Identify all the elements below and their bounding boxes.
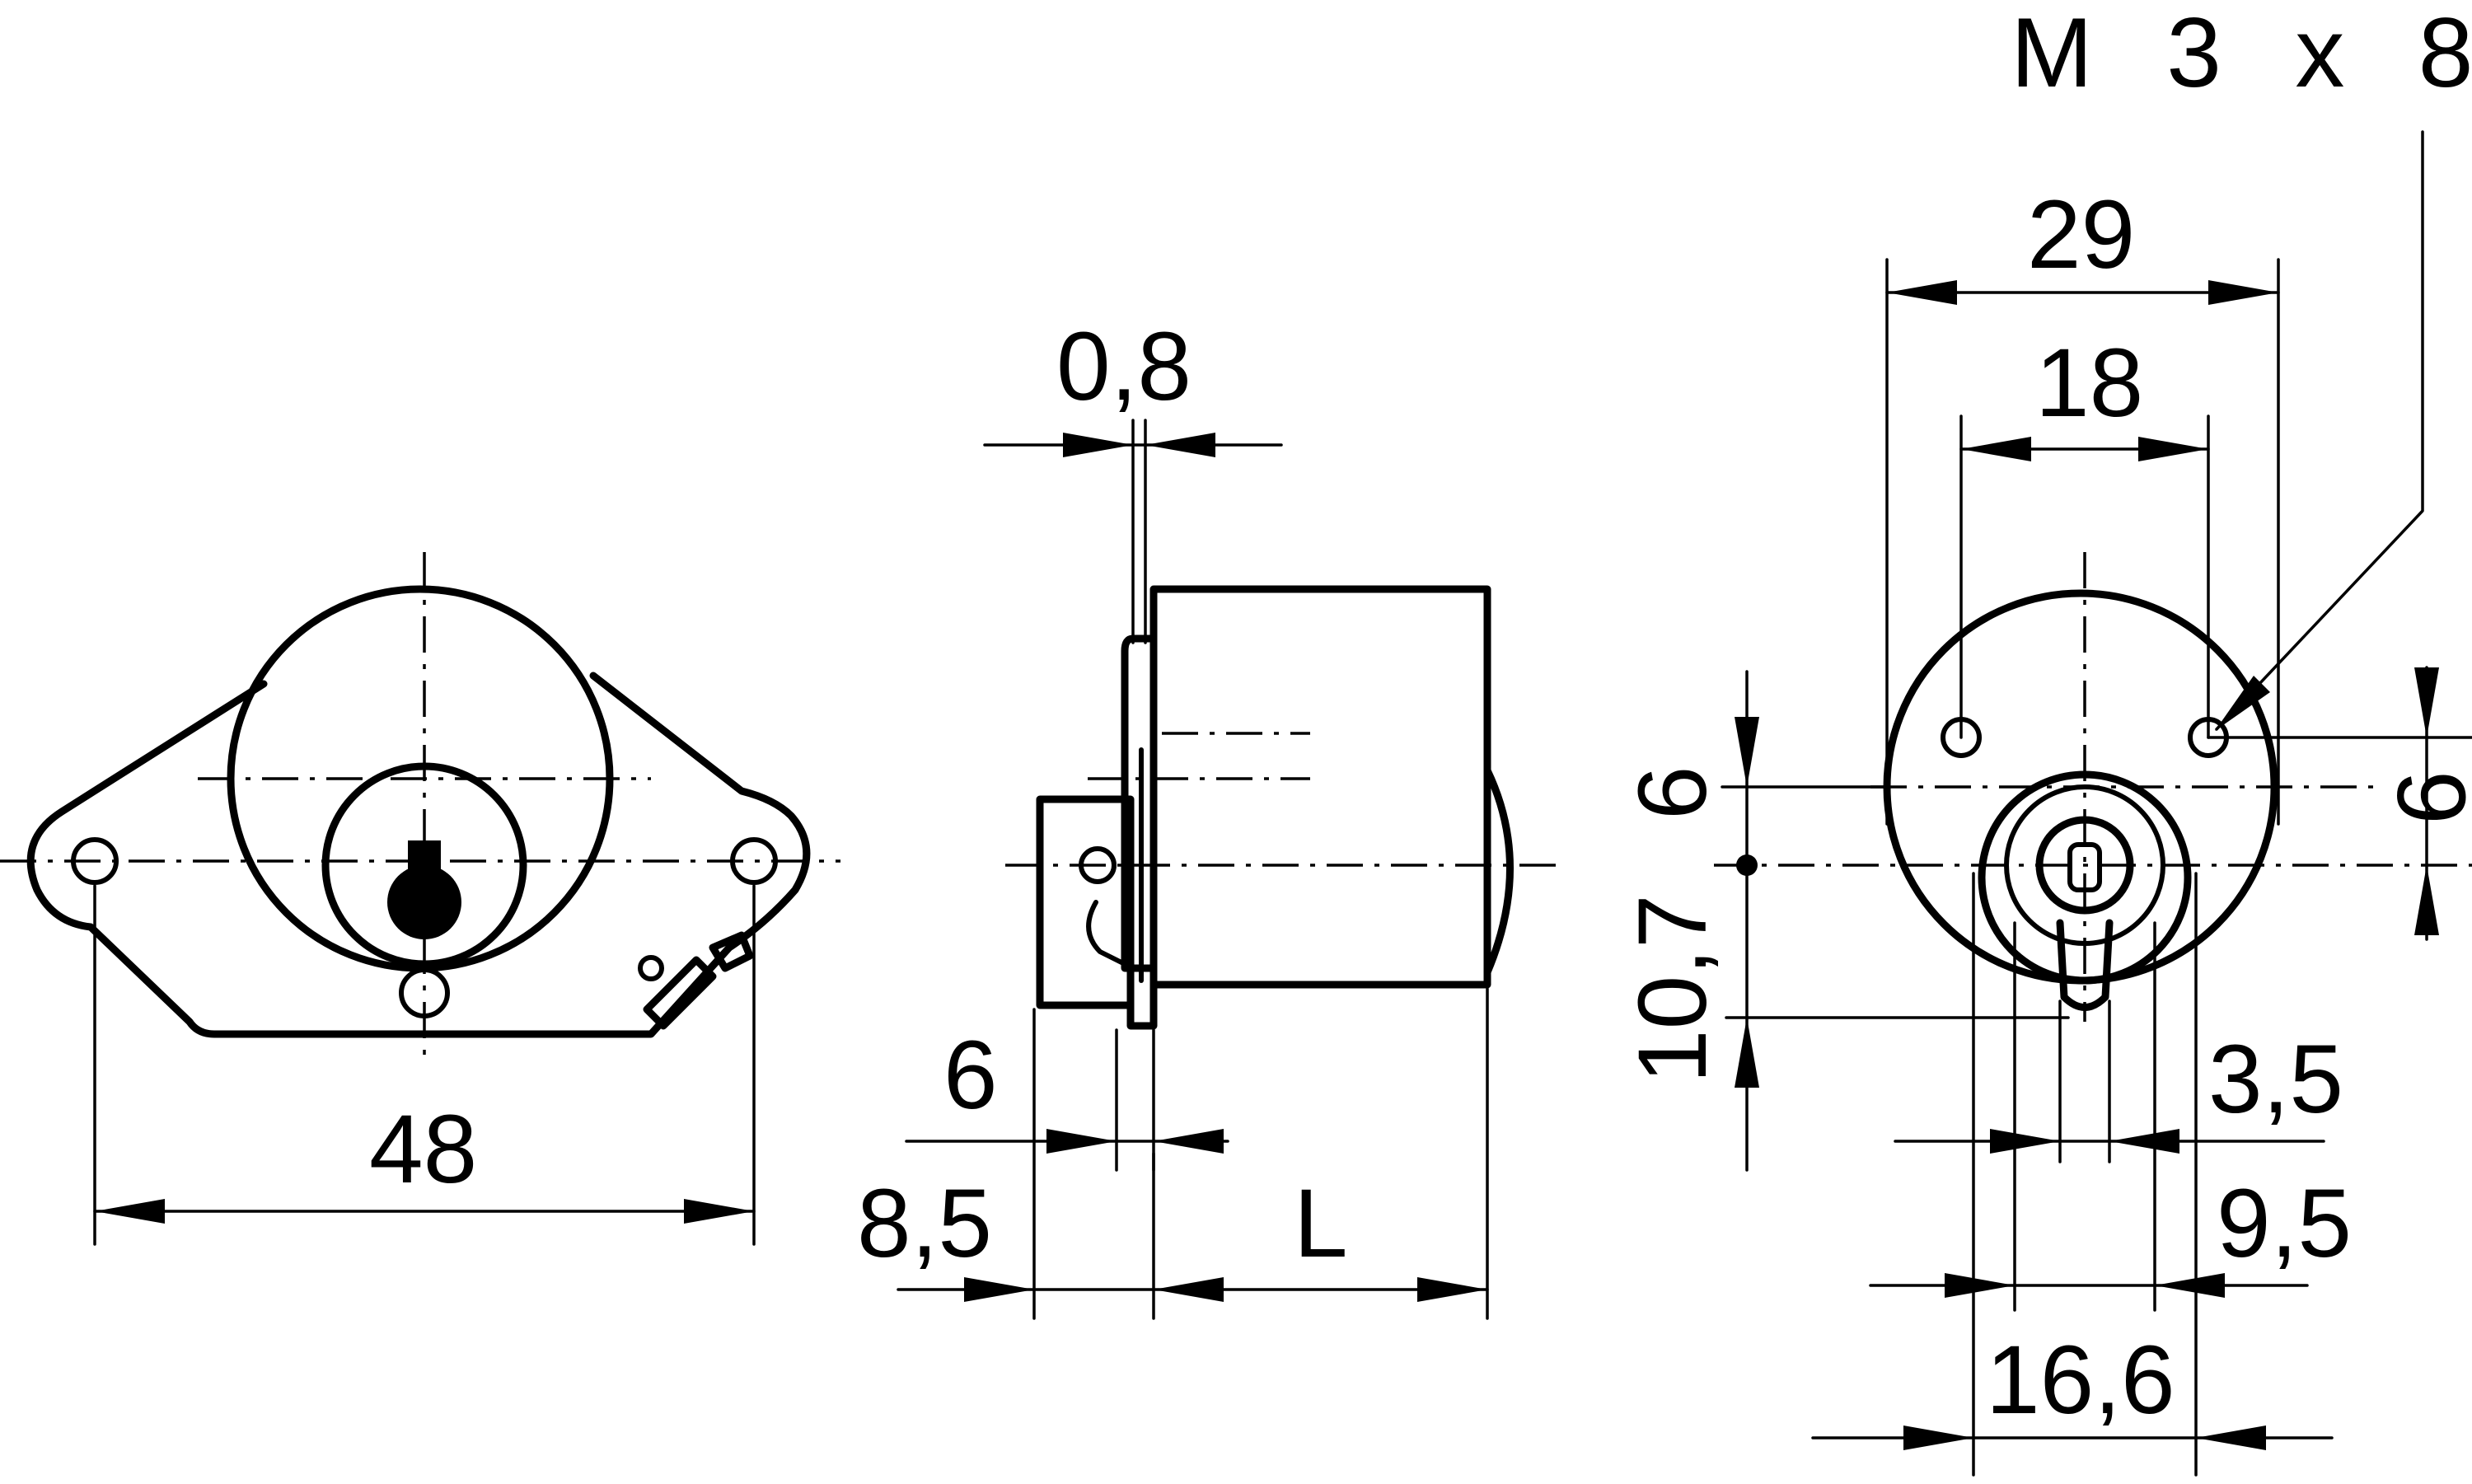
dim-8-5-label: 8,5 — [857, 1169, 992, 1278]
dim-10-7-label: 10,7 — [1618, 894, 1727, 1084]
dim-9-label: 9 — [2376, 770, 2472, 825]
dim-29-label: 29 — [2027, 180, 2135, 289]
back-view: M 3 x 8 29 18 6 10,7 9 3,5 — [1618, 0, 2472, 1477]
side-rear-cap — [1483, 766, 1514, 976]
dim-6-right-label: 6 — [1618, 765, 1727, 820]
side-view: 0,8 6 8,5 L — [857, 312, 1566, 1320]
side-cylinder-body — [1149, 585, 1491, 989]
dim-9-5-label: 9,5 — [2217, 1169, 2352, 1278]
thread-label: M 3 x 8 — [2011, 0, 2472, 108]
dim-3-5-label: 3,5 — [2208, 1025, 2343, 1134]
dim-16-6-label: 16,6 — [1986, 1326, 2175, 1435]
front-view: 48 — [0, 552, 840, 1246]
dim-48-label: 48 — [369, 1095, 477, 1204]
dim-L-label: L — [1294, 1169, 1348, 1278]
dim-18-label: 18 — [2035, 329, 2143, 438]
side-flange — [1036, 795, 1135, 1009]
dim-0-8-label: 0,8 — [1056, 312, 1192, 421]
front-flange-outline — [26, 672, 811, 1038]
dim-6-side-label: 6 — [943, 1021, 998, 1130]
latch-icon — [638, 931, 754, 1030]
